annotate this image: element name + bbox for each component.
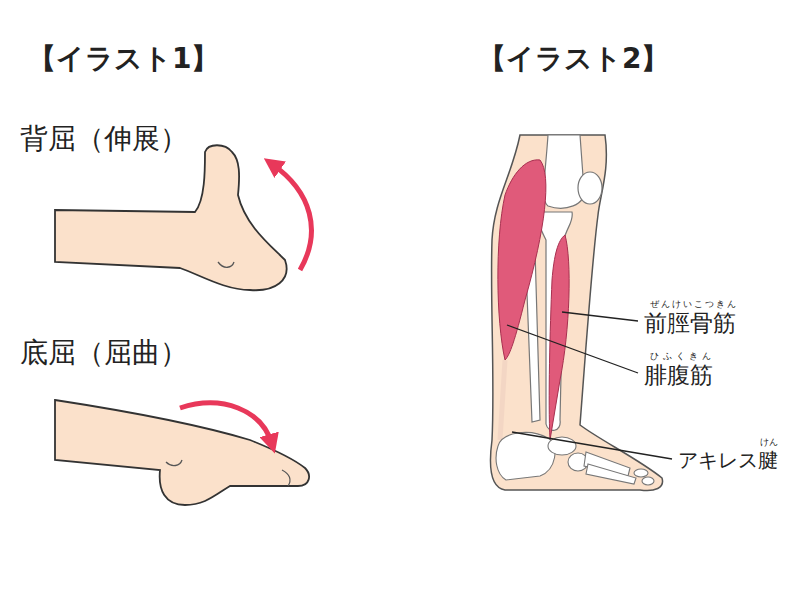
muscle-name: 腓腹筋 xyxy=(644,363,713,388)
motion-label: 底屈（屈曲） xyxy=(20,338,188,369)
ankle-mark xyxy=(218,262,234,267)
muscle-name: アキレス腱 xyxy=(678,449,778,471)
figure-title: 【イラスト2】 xyxy=(478,44,669,75)
femur xyxy=(544,135,584,208)
motion-arrow xyxy=(180,403,272,444)
leader-line xyxy=(562,312,638,321)
tibialis-anterior xyxy=(549,235,569,440)
leader-line xyxy=(512,432,672,459)
foot-plantarflexed xyxy=(55,400,309,505)
leg-skin xyxy=(491,135,663,491)
foot-bones xyxy=(496,432,654,485)
muscle-name: 前脛骨筋 xyxy=(644,311,736,336)
ruby-reading: けん xyxy=(760,438,778,448)
foot-dorsiflexed xyxy=(55,145,287,290)
leader-line xyxy=(507,325,638,373)
ruby-reading: ひふくきん xyxy=(650,352,715,362)
achilles-tendon xyxy=(500,360,505,440)
patella xyxy=(578,172,602,204)
motion-label: 背屈（伸展） xyxy=(20,124,188,155)
figure-title: 【イラスト1】 xyxy=(28,44,219,75)
toe-mark xyxy=(282,470,290,486)
ruby-reading: ぜんけいこつきん xyxy=(650,300,738,310)
ankle-mark xyxy=(166,460,182,466)
motion-arrow xyxy=(272,164,311,270)
